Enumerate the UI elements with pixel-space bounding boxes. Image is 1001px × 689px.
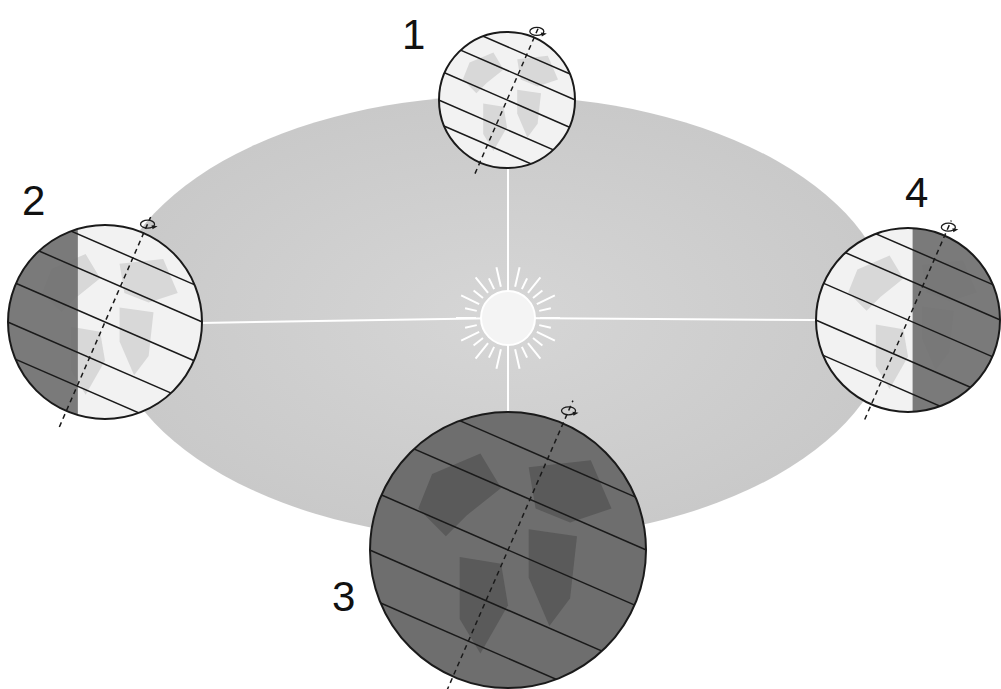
latitude-line	[304, 570, 633, 689]
earth-globe	[406, 20, 607, 180]
callout-number: 1	[402, 14, 425, 56]
continent	[876, 325, 908, 389]
earth-globes	[0, 20, 1001, 689]
globe-outline	[8, 225, 202, 419]
earth-globe	[304, 387, 712, 689]
rotation-arrowhead	[541, 32, 547, 36]
latitude-line	[772, 333, 991, 428]
earth-globe	[0, 208, 248, 437]
sun-ray	[489, 347, 494, 358]
continent	[848, 256, 903, 311]
rotation-axis	[475, 26, 539, 173]
sun-ray	[540, 317, 560, 319]
latitude-line	[825, 212, 1001, 307]
continent	[529, 460, 612, 522]
sun-ray	[489, 278, 494, 289]
sun-ray	[474, 338, 483, 345]
rotation-axis	[865, 220, 952, 419]
callout-number: 2	[22, 180, 45, 222]
night-side	[8, 225, 78, 419]
latitude-line	[0, 272, 221, 373]
sun-ray	[533, 338, 542, 345]
rotation-arrowhead	[573, 412, 579, 416]
rotation-arrowhead	[952, 228, 958, 232]
latitude-line	[798, 272, 1001, 367]
sun-ray	[539, 325, 551, 328]
sun-ray	[476, 277, 488, 293]
sun-ray	[507, 274, 509, 286]
continent	[418, 453, 501, 536]
sun-ray	[476, 343, 488, 359]
sun-ray	[515, 349, 519, 368]
latitude-line	[813, 239, 1001, 334]
sun-ray	[507, 350, 509, 362]
sun-ray	[537, 332, 555, 341]
sun-ray	[456, 317, 476, 319]
rotation-axis	[59, 217, 150, 427]
callout-number: 4	[905, 172, 928, 214]
sun-ray	[522, 347, 527, 358]
sun-ray	[496, 267, 500, 286]
sun-ray	[496, 349, 500, 368]
earth-globe	[772, 212, 1001, 429]
rotation-arrowhead	[152, 225, 158, 229]
latitude-line	[0, 307, 205, 408]
rotation-axis	[443, 401, 573, 689]
sun-ray	[539, 308, 551, 311]
sun-rays	[456, 267, 560, 368]
sun-ray	[528, 277, 540, 293]
latitude-line	[426, 65, 588, 135]
sun	[481, 291, 535, 345]
sun-ray	[533, 291, 542, 298]
callout-number: 3	[332, 576, 355, 618]
globe-outline	[439, 32, 575, 168]
sun-ray	[515, 267, 519, 286]
sun-ray	[537, 295, 555, 304]
sun-ray	[461, 332, 479, 341]
sun-ray	[522, 278, 527, 289]
sun-ray	[461, 295, 479, 304]
sun-ray	[465, 325, 477, 328]
sun-ray	[528, 343, 540, 359]
sun-ray	[474, 291, 483, 298]
continent	[463, 52, 504, 93]
sun-ray	[465, 308, 477, 311]
latitude-line	[0, 336, 193, 437]
